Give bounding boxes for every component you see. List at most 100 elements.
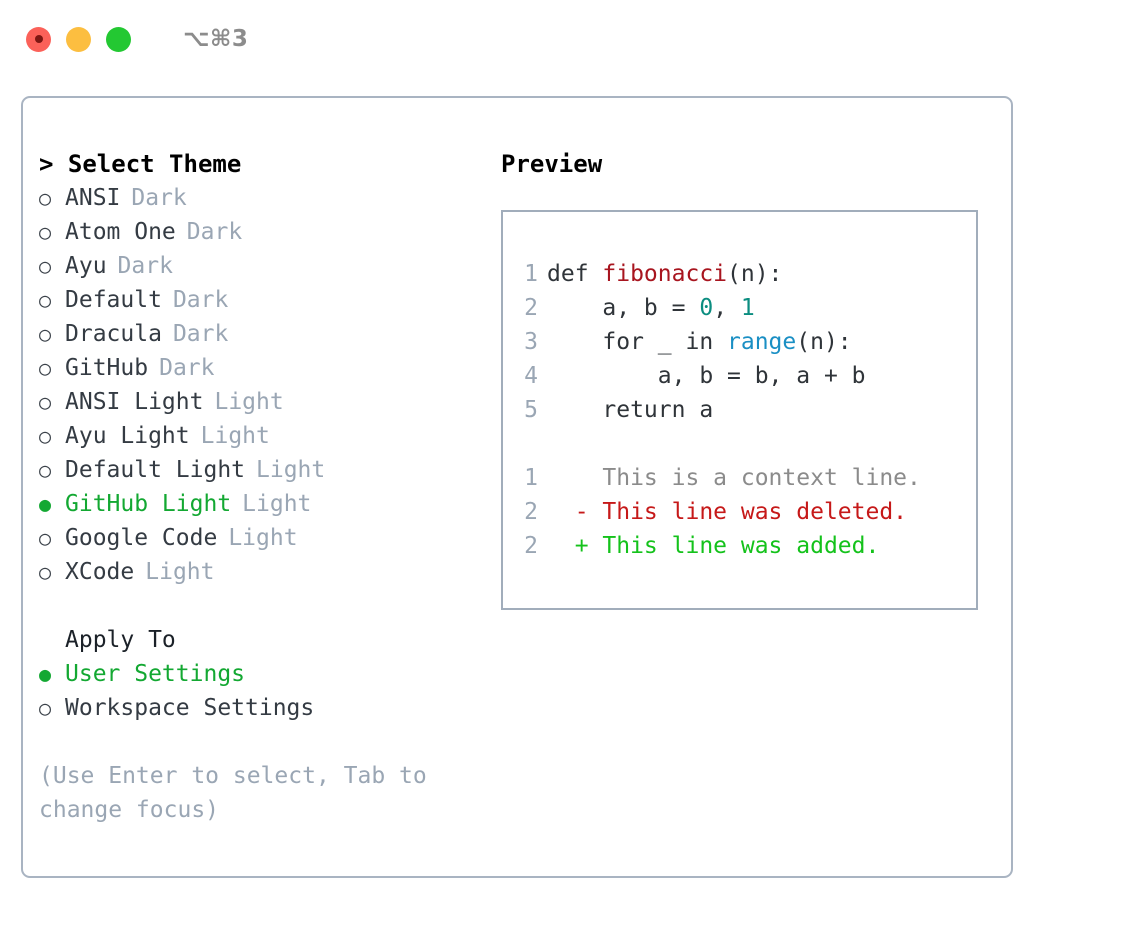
code-line-text: def fibonacci(n):: [547, 257, 782, 291]
code-line: 3 for _ in range(n):: [503, 325, 976, 359]
theme-name-label: Google Code: [65, 525, 218, 551]
theme-name-label: Atom One: [65, 219, 176, 245]
theme-category-tag: Dark: [131, 185, 187, 211]
diff-line-text: + This line was added.: [547, 533, 880, 559]
code-line: 2 a, b = 0, 1: [503, 291, 976, 325]
keyboard-shortcut-label: ⌥⌘3: [183, 26, 249, 52]
apply-to-label: User Settings: [65, 661, 246, 687]
code-token-plain: ,: [713, 295, 741, 321]
code-line-text: for _ in range(n):: [547, 325, 852, 359]
code-token-plain: return a: [547, 397, 714, 423]
code-line: 1 def fibonacci(n):: [503, 257, 976, 291]
theme-category-tag: Light: [200, 423, 270, 449]
radio-unselected-icon: ○: [39, 356, 52, 380]
code-diff-spacer: [503, 427, 976, 461]
code-token-num: 1: [740, 295, 755, 321]
theme-list-item[interactable]: ○ Default Light Light: [39, 453, 479, 487]
radio-unselected-icon: ○: [39, 288, 52, 312]
minimize-button-icon[interactable]: [66, 26, 91, 52]
code-token-plain: (n):: [796, 329, 852, 355]
theme-category-tag: Light: [145, 559, 215, 585]
radio-selected-icon: ●: [39, 662, 52, 686]
radio-unselected-icon: ○: [39, 526, 52, 550]
code-line: 5 return a: [503, 393, 976, 427]
theme-name-label: Default Light: [65, 457, 246, 483]
code-line: 4 a, b = b, a + b: [503, 359, 976, 393]
apply-to-label: Workspace Settings: [65, 695, 315, 721]
code-token-plain: a, b = b, a + b: [547, 363, 866, 389]
apply-to-list: ● User Settings ○ Workspace Settings: [39, 657, 479, 725]
diff-line: 1 This is a context line.: [503, 461, 976, 495]
zoom-button-icon[interactable]: [106, 26, 131, 52]
section-spacer: [39, 589, 479, 623]
diff-line-text: This is a context line.: [547, 465, 921, 491]
window-controls: [26, 26, 131, 52]
code-token-plain: def: [547, 261, 603, 287]
line-number: 5: [524, 397, 538, 423]
code-token-call: range: [727, 329, 797, 355]
code-token-func: fibonacci: [602, 261, 728, 287]
line-number: 4: [524, 363, 538, 389]
theme-list-item[interactable]: ○ ANSI Dark: [39, 181, 479, 215]
diff-line: 2 + This line was added.: [503, 529, 976, 563]
theme-list-item[interactable]: ○ Google Code Light: [39, 521, 479, 555]
apply-to-option[interactable]: ○ Workspace Settings: [39, 691, 479, 725]
theme-category-tag: Light: [256, 457, 326, 483]
theme-name-label: Dracula: [65, 321, 162, 347]
line-number: 2: [524, 499, 538, 525]
code-token-num: 0: [699, 295, 714, 321]
theme-category-tag: Light: [242, 491, 312, 517]
code-token-plain: for _ in: [547, 329, 728, 355]
theme-category-tag: Dark: [117, 253, 173, 279]
radio-unselected-icon: ○: [39, 254, 52, 278]
theme-list-item[interactable]: ○ Ayu Dark: [39, 249, 479, 283]
radio-unselected-icon: ○: [39, 458, 52, 482]
theme-category-tag: Dark: [172, 287, 229, 313]
theme-list-item[interactable]: ○ Default Dark: [39, 283, 479, 317]
line-number: 1: [524, 261, 538, 287]
diff-line-text: - This line was deleted.: [547, 499, 908, 525]
code-line-text: a, b = b, a + b: [547, 359, 866, 393]
theme-list-item[interactable]: ○ ANSI Light Light: [39, 385, 479, 419]
radio-unselected-icon: ○: [39, 220, 52, 244]
close-button-icon[interactable]: [26, 26, 51, 52]
theme-name-label: Default: [65, 287, 162, 313]
title-bar: ⌥⌘3: [0, 0, 1140, 78]
radio-unselected-icon: ○: [39, 186, 52, 210]
code-line-text: a, b = 0, 1: [547, 291, 755, 325]
radio-unselected-icon: ○: [39, 390, 52, 414]
preview-header: Preview: [501, 150, 603, 178]
theme-name-label: ANSI: [65, 185, 121, 211]
theme-category-tag: Dark: [186, 219, 243, 245]
theme-name-label: Ayu Light: [65, 423, 190, 449]
radio-unselected-icon: ○: [39, 560, 52, 584]
theme-name-label: Ayu: [65, 253, 107, 279]
theme-category-tag: Light: [228, 525, 298, 551]
apply-to-header: Apply To: [65, 627, 176, 653]
apply-to-option[interactable]: ● User Settings: [39, 657, 479, 691]
theme-category-tag: Light: [214, 389, 284, 415]
radio-unselected-icon: ○: [39, 424, 52, 448]
line-number: 3: [524, 329, 538, 355]
theme-name-label: ANSI Light: [65, 389, 204, 415]
diff-line: 2 - This line was deleted.: [503, 495, 976, 529]
code-token-plain: (n):: [727, 261, 783, 287]
select-theme-header: > Select Theme: [39, 150, 242, 178]
radio-unselected-icon: ○: [39, 322, 52, 346]
line-number: 2: [524, 533, 538, 559]
theme-list-item[interactable]: ○ Ayu Light Light: [39, 419, 479, 453]
theme-name-label: GitHub: [65, 355, 149, 381]
radio-unselected-icon: ○: [39, 696, 52, 720]
line-number: 2: [524, 295, 538, 321]
keyboard-hint-text: (Use Enter to select, Tab to change focu…: [39, 763, 427, 823]
theme-list-item[interactable]: ○ Atom One Dark: [39, 215, 479, 249]
